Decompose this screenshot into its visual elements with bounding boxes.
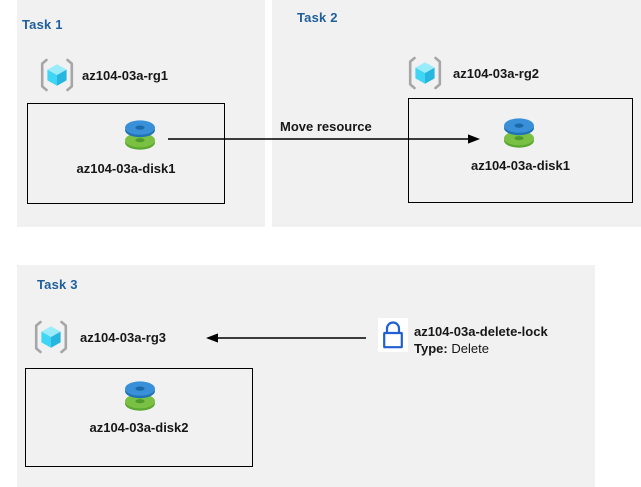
- resource-label-disk1-task2: az104-03a-disk1: [470, 158, 570, 173]
- panel-task2-title: Task 2: [297, 10, 338, 25]
- resource-group-icon: [32, 318, 70, 356]
- managed-disk-icon: [498, 112, 540, 152]
- resource-group-icon: [406, 54, 444, 92]
- lock-type-value: Delete: [451, 341, 489, 356]
- resource-label-disk1-task1: az104-03a-disk1: [76, 161, 176, 176]
- resource-group-label-rg2: az104-03a-rg2: [453, 66, 539, 81]
- resource-group-icon: [38, 56, 76, 94]
- resource-group-label-rg1: az104-03a-rg1: [82, 68, 168, 83]
- lock-type-row: Type: Delete: [414, 341, 489, 356]
- connector-move-resource: [168, 134, 480, 144]
- managed-disk-icon: [119, 375, 161, 415]
- resource-box-task2: [408, 98, 633, 203]
- panel-task3-title: Task 3: [37, 277, 78, 292]
- lock-icon: [378, 318, 408, 352]
- lock-type-key: Type:: [414, 341, 448, 356]
- resource-group-label-rg3: az104-03a-rg3: [80, 330, 166, 345]
- resource-box-task1: [27, 103, 225, 204]
- connector-label-move-resource: Move resource: [280, 119, 372, 134]
- lock-name-label: az104-03a-delete-lock: [414, 324, 548, 339]
- connector-delete-lock: [206, 333, 366, 343]
- managed-disk-icon: [119, 114, 161, 154]
- resource-label-disk2-task3: az104-03a-disk2: [89, 420, 189, 435]
- panel-task1-title: Task 1: [22, 17, 63, 32]
